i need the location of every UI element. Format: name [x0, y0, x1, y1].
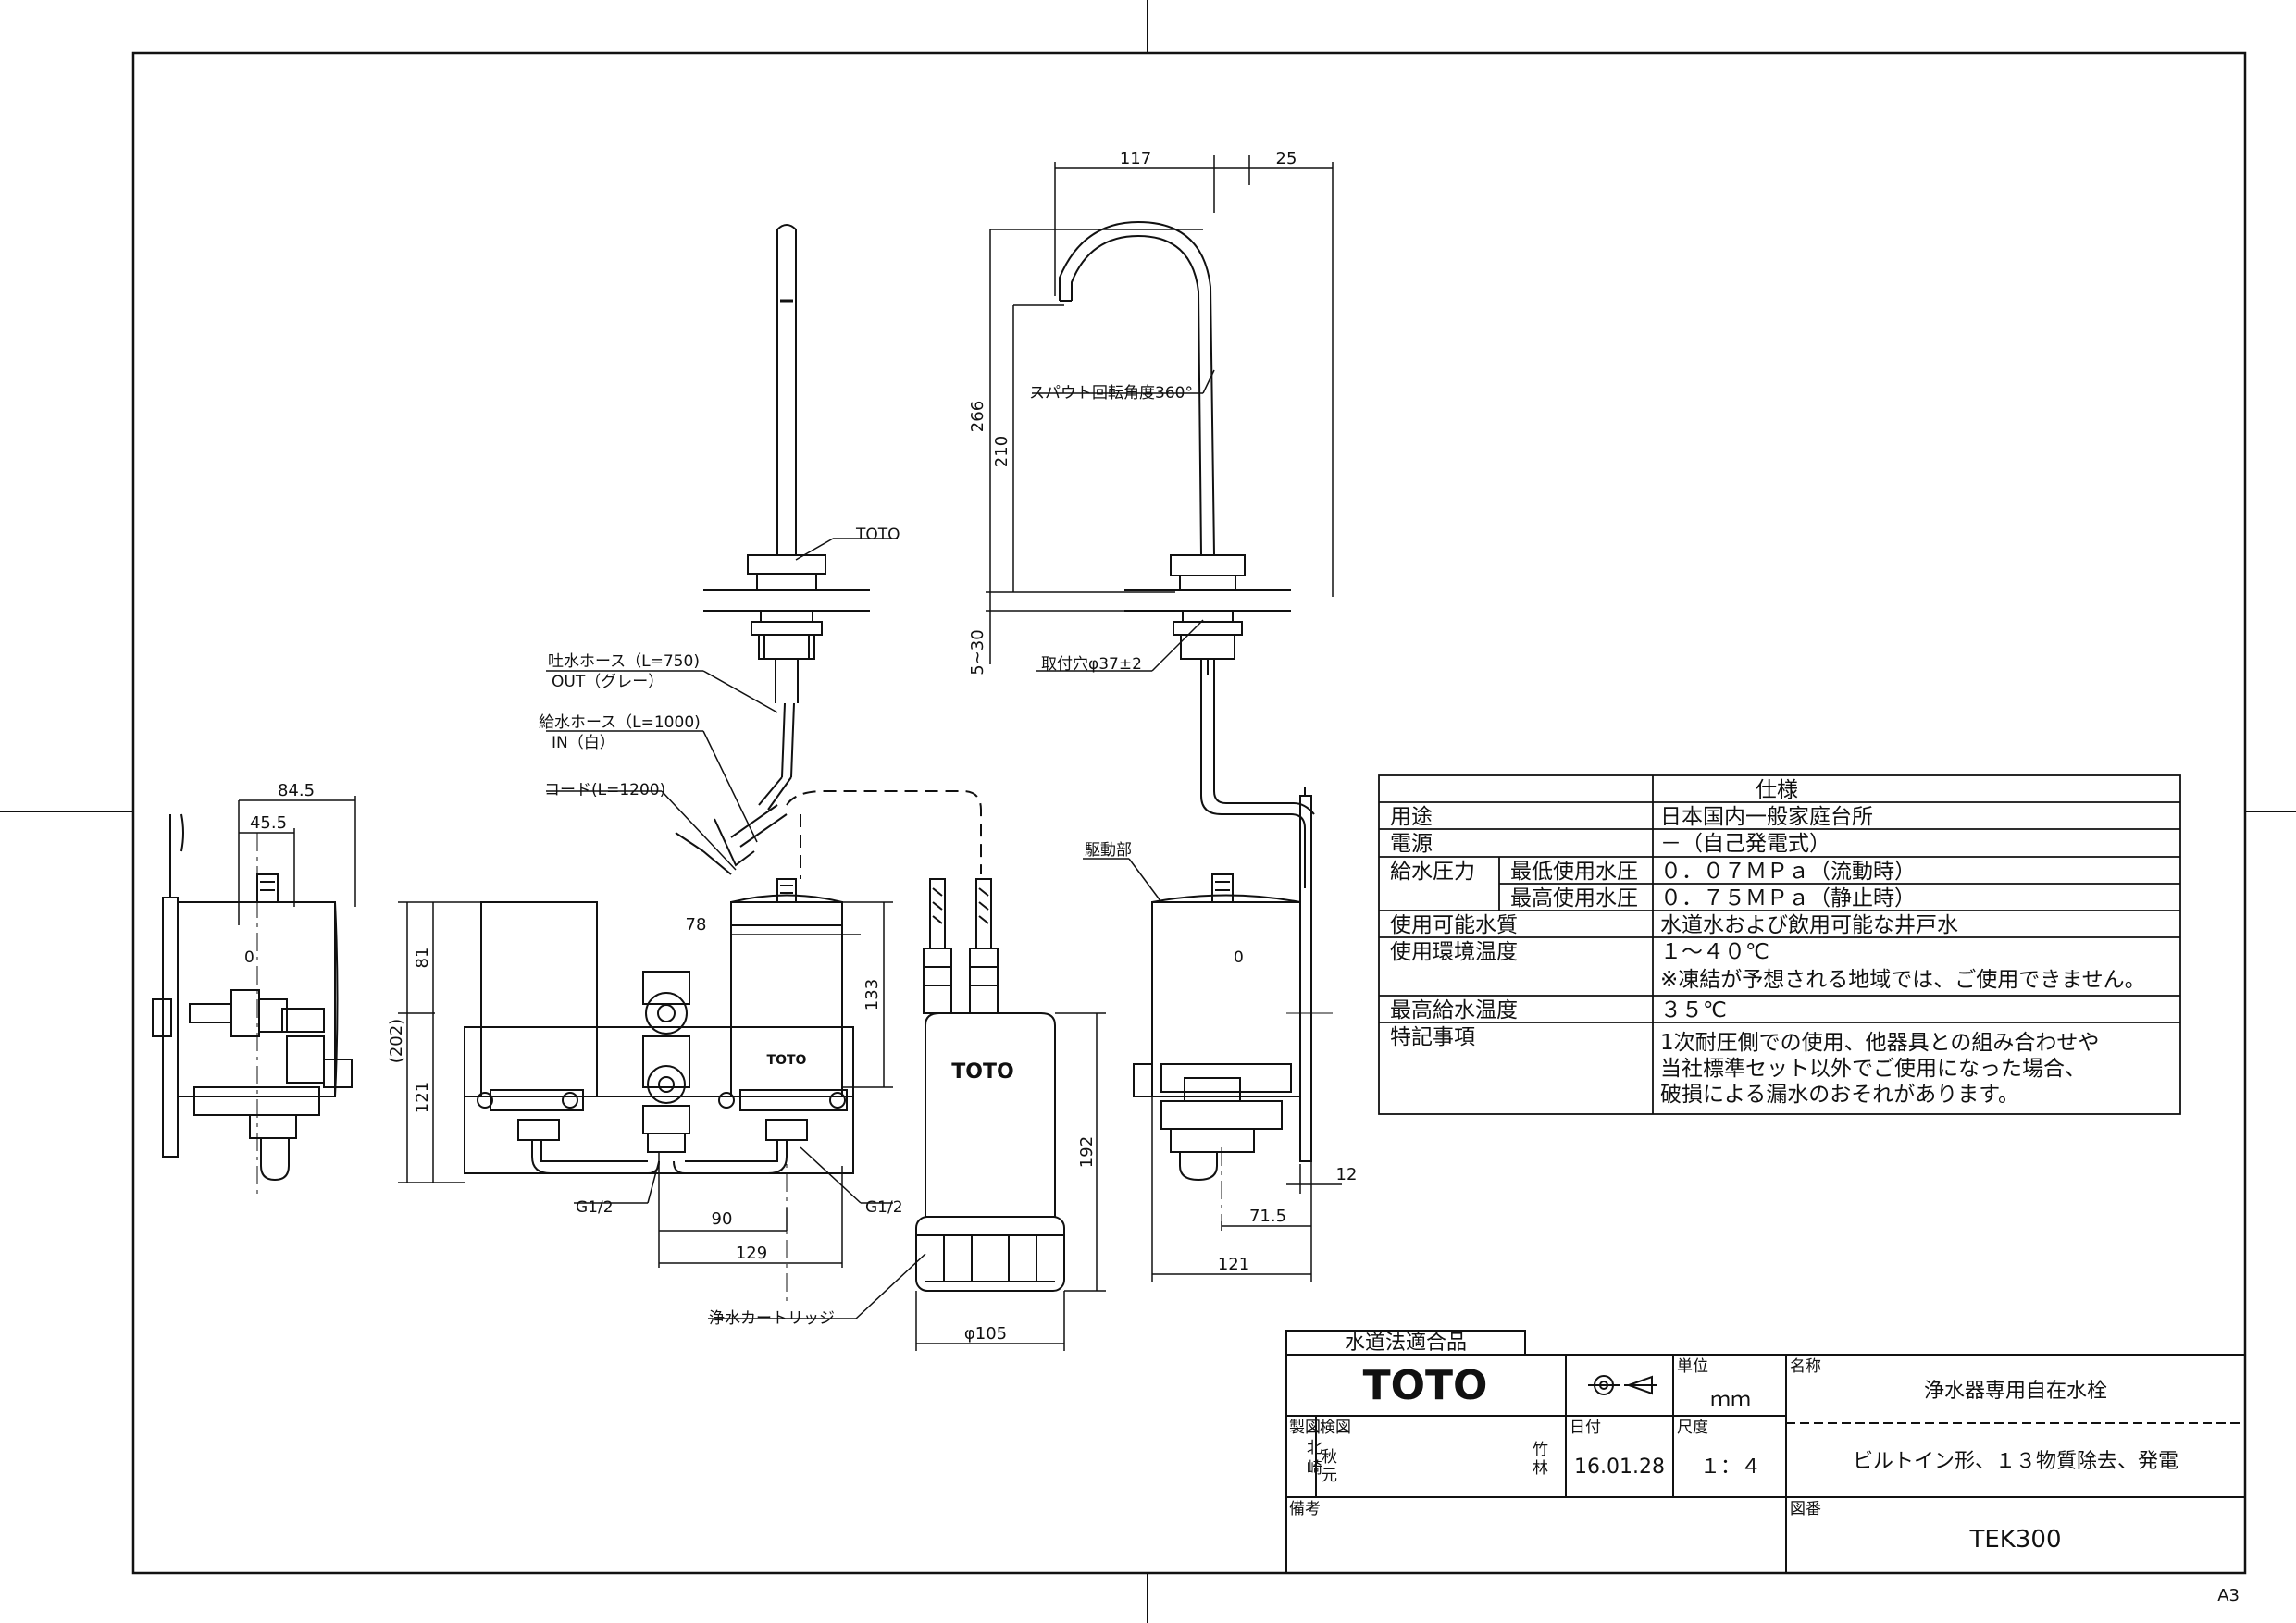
- tb-unit-label: 単位: [1677, 1357, 1708, 1376]
- label-cord: コード(L=1200): [544, 781, 665, 799]
- tb-remarks-label: 備考: [1289, 1500, 1321, 1518]
- dim-192: 192: [1077, 1136, 1097, 1168]
- dim-117: 117: [1120, 149, 1151, 168]
- spec-header: 仕様: [1756, 778, 1798, 802]
- label-zero-right: 0: [1234, 948, 1244, 967]
- tb-scale-value: １：４: [1700, 1456, 1761, 1479]
- dim-phi105: φ105: [964, 1324, 1007, 1344]
- spec-label-env-temp: 使用環境温度: [1390, 940, 1518, 964]
- spec-value-water-quality: 水道水および飲用可能な井戸水: [1660, 913, 1958, 937]
- label-out-hose-1: 吐水ホース（L=750): [548, 652, 700, 671]
- dim-5-30: 5~30: [968, 629, 987, 675]
- tb-date-label: 日付: [1570, 1419, 1601, 1437]
- dim-202: (202): [387, 1019, 406, 1063]
- tb-date-value: 16.01.28: [1574, 1456, 1665, 1479]
- spec-note-env-temp: ※凍結が予想される地域では、ご使用できません。: [1660, 968, 2146, 992]
- tb-name-label: 名称: [1790, 1357, 1821, 1376]
- tb-drawn-label: 製図: [1289, 1419, 1321, 1437]
- tb-product-name: 浄水器専用自在水栓: [1924, 1380, 2107, 1403]
- tb-drawing-no-label: 図番: [1790, 1500, 1821, 1518]
- left-side-view: [152, 813, 353, 1194]
- label-cartridge: 浄水カートリッジ: [709, 1309, 835, 1328]
- tb-checked-label: 検図: [1320, 1419, 1351, 1437]
- label-drive-unit: 駆動部: [1085, 841, 1132, 860]
- spec-value-max-temp: ３５℃: [1660, 998, 1727, 1022]
- dim-12: 12: [1336, 1165, 1358, 1184]
- spec-label-use: 用途: [1390, 805, 1433, 829]
- side-faucet: [1059, 220, 1333, 1221]
- spec-sub-max-pressure: 最高使用水圧: [1510, 886, 1638, 911]
- tb-drawn-by-1: 北: [1307, 1439, 1322, 1457]
- spec-label-notes: 特記事項: [1390, 1025, 1475, 1049]
- dimension-text: 117 25 266 210 5~30 84.5 45.5 78 81 (202…: [250, 149, 1357, 1344]
- dim-129: 129: [736, 1244, 767, 1263]
- label-mount-hole: 取付穴φ37±2: [1041, 655, 1142, 674]
- label-g12-left: G1/2: [576, 1198, 614, 1217]
- tb-scale-label: 尺度: [1677, 1419, 1708, 1437]
- label-in-hose-2: IN（白）: [552, 734, 615, 752]
- dim-90: 90: [712, 1209, 733, 1229]
- spec-value-use: 日本国内一般家庭台所: [1660, 805, 1873, 829]
- label-toto-body: TOTO: [767, 1053, 807, 1068]
- spec-value-env-temp: １～４０℃: [1660, 940, 1769, 964]
- label-zero-left: 0: [244, 948, 254, 967]
- dim-71-5: 71.5: [1249, 1207, 1286, 1226]
- label-g12-right: G1/2: [865, 1198, 903, 1217]
- tb-description: ビルトイン形、１３物質除去、発電: [1853, 1450, 2178, 1473]
- dim-81: 81: [413, 948, 432, 969]
- label-toto-cartridge: TOTO: [951, 1060, 1013, 1084]
- tb-checked-by-2: 元: [1322, 1467, 1337, 1485]
- spec-sub-min-pressure: 最低使用水圧: [1510, 860, 1638, 884]
- spec-notes-line-3: 破損による漏水のおそれがあります。: [1660, 1083, 2019, 1107]
- tb-drawing-no: TEK300: [1969, 1526, 2062, 1554]
- label-spout-rotation: スパウト回転角度360°: [1029, 384, 1193, 403]
- spec-label-pressure: 給水圧力: [1390, 860, 1475, 884]
- spec-label-power: 電源: [1390, 832, 1433, 856]
- projection-symbol-icon: [1588, 1375, 1657, 1395]
- dim-45-5: 45.5: [250, 813, 287, 833]
- tb-water-law: 水道法適合品: [1345, 1332, 1467, 1355]
- tb-checked-by-1: 秋: [1322, 1448, 1337, 1467]
- dim-121-horizontal: 121: [1218, 1255, 1249, 1274]
- label-out-hose-2: OUT（グレー）: [552, 673, 664, 691]
- tb-approved-2: 林: [1533, 1459, 1548, 1478]
- dim-84-5: 84.5: [278, 781, 315, 800]
- title-block: 水道法適合品 TOTO 単位 ｍｍ 名称 浄水器専用自在水栓 ビルトイン形、１３…: [1285, 1330, 2246, 1574]
- tb-approved-1: 竹: [1533, 1441, 1548, 1459]
- tb-brand-logo: TOTO: [1363, 1362, 1488, 1409]
- spec-notes-line-1: 1次耐圧側での使用、他器具との組み合わせや: [1660, 1031, 2099, 1055]
- tb-drawn-by-2: 崎: [1307, 1459, 1322, 1478]
- label-in-hose-1: 給水ホース（L=1000): [539, 713, 701, 732]
- spec-label-water-quality: 使用可能水質: [1390, 913, 1518, 937]
- sheet-size-label: A3: [2217, 1586, 2240, 1605]
- tb-unit-value: ｍｍ: [1710, 1389, 1751, 1412]
- spec-notes-line-2: 当社標準セット以外でご使用になった場合、: [1660, 1057, 2086, 1081]
- dim-266: 266: [968, 401, 987, 432]
- dim-78: 78: [686, 915, 707, 935]
- dimension-lines: [238, 155, 1342, 1351]
- dim-133: 133: [863, 979, 882, 1010]
- dim-25: 25: [1276, 149, 1297, 168]
- label-toto-top: TOTO: [855, 526, 900, 544]
- dim-210: 210: [992, 436, 1011, 467]
- spec-table: 仕様 用途 日本国内一般家庭台所 電源 －（自己発電式） 給水圧力 最低使用水圧…: [1378, 774, 2181, 1115]
- spec-value-min-pressure: ０．０７ＭＰａ（流動時）: [1660, 860, 1916, 884]
- spec-value-power: －（自己発電式）: [1660, 832, 1831, 856]
- spec-value-max-pressure: ０．７５ＭＰａ（静止時）: [1660, 886, 1916, 911]
- dim-121-vertical: 121: [413, 1082, 432, 1113]
- callout-labels: TOTO 吐水ホース（L=750) OUT（グレー） 給水ホース（L=1000)…: [244, 384, 1244, 1328]
- front-faucet: [464, 224, 1065, 1305]
- spec-label-max-temp: 最高給水温度: [1390, 998, 1518, 1022]
